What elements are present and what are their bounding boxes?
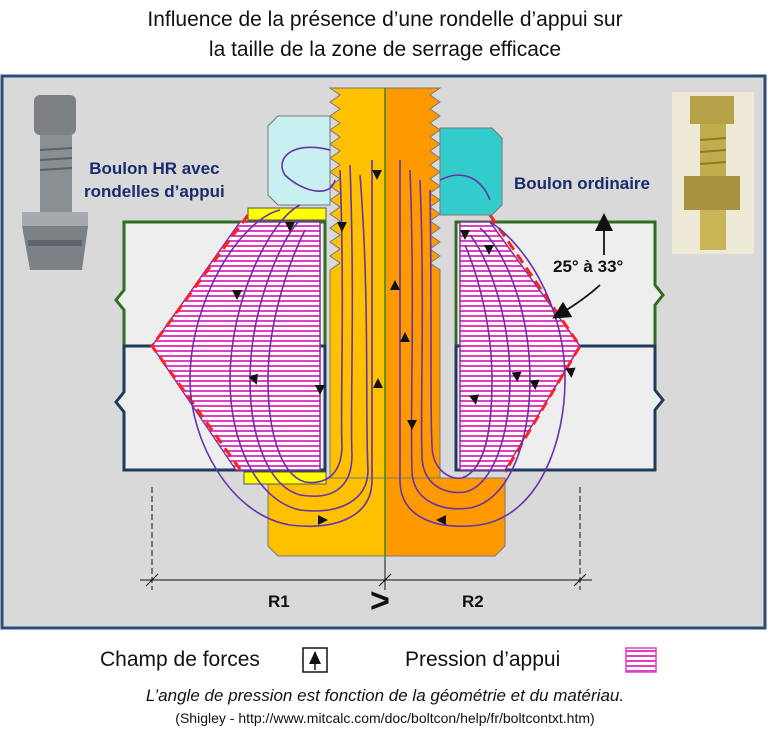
r2-label: R2	[462, 592, 484, 611]
bolt-shank-left	[328, 87, 386, 479]
title-line-2: la taille de la zone de serrage efficace	[208, 38, 562, 61]
force-arrow-legend-icon	[302, 647, 328, 673]
r1-label: R1	[268, 592, 290, 611]
caption: L’angle de pression est fonction de la g…	[145, 686, 625, 705]
label-hr-bolt-line-2: rondelles d’appui	[84, 182, 225, 201]
force-field-lines	[189, 146, 566, 527]
legend-forces-label: Champ de forces	[100, 648, 260, 671]
nut-left	[267, 115, 331, 206]
pressure-cone-left	[150, 214, 250, 473]
compare-symbol: >	[370, 582, 390, 620]
hr-bolt-photo-icon	[14, 92, 98, 282]
angle-cone-arrow	[552, 284, 601, 319]
legend-pressure-label: Pression d’appui	[405, 648, 561, 671]
nut-right	[439, 127, 503, 216]
bolt-head-left	[267, 477, 386, 557]
title-line-1: Influence de la présence d’une rondelle …	[147, 8, 623, 31]
label-hr-bolt-line-1: Boulon HR avec	[89, 159, 220, 178]
pressure-cone-right	[488, 214, 582, 473]
force-arrows	[232, 170, 576, 525]
dimension-lines	[140, 487, 592, 590]
washer-bottom	[243, 471, 327, 485]
label-hr-bolt: Boulon HR avec rondelles d’appui	[84, 157, 225, 203]
label-ordinary-bolt: Boulon ordinaire	[514, 174, 650, 193]
ordinary-bolt-photo-icon	[672, 92, 754, 254]
source-reference: (Shigley - http://www.mitcalc.com/doc/bo…	[175, 710, 595, 726]
angle-label: 25° à 33°	[553, 257, 624, 276]
pressure-hatch-legend-icon	[625, 647, 657, 673]
